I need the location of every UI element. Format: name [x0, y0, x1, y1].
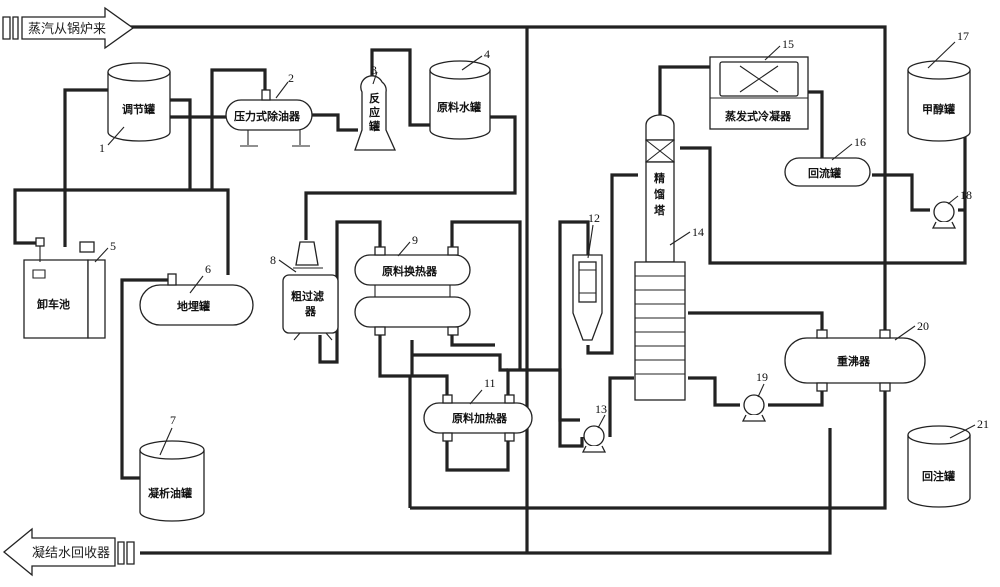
- svg-text:13: 13: [595, 402, 607, 416]
- svg-text:20: 20: [917, 319, 929, 333]
- raw-water-tank: 原料水罐 4: [429, 47, 491, 140]
- pipe-pump13-up: [558, 220, 590, 448]
- svg-text:器: 器: [304, 305, 317, 318]
- svg-text:11: 11: [484, 376, 496, 390]
- svg-text:21: 21: [977, 417, 989, 431]
- unloading-pit: 卸车池 5: [23, 237, 116, 339]
- pipe-unload-left: [13, 188, 230, 275]
- pipe-deoiler-top: [210, 68, 267, 100]
- reflux-tank: 回流罐 16: [784, 135, 871, 187]
- reinjection-tank: 回注罐 21: [907, 417, 989, 508]
- svg-text:5: 5: [110, 239, 116, 253]
- svg-text:12: 12: [588, 211, 600, 225]
- reboiler: 重沸器 20: [784, 319, 929, 392]
- svg-text:罐: 罐: [368, 119, 380, 133]
- pump-19: 19: [741, 370, 768, 422]
- pipe-hx-left-down: [378, 328, 412, 508]
- pipe-pump13-column: [608, 376, 634, 437]
- pump-13: 13: [581, 402, 607, 453]
- svg-text:2: 2: [288, 71, 294, 85]
- coarse-filter: 粗过滤 器 8: [270, 241, 339, 341]
- svg-text:凝析油罐: 凝析油罐: [148, 486, 192, 500]
- pipe-hx-mid: [412, 353, 508, 372]
- raw-material-heat-exchanger: 原料换热器 9: [354, 233, 471, 336]
- svg-text:7: 7: [170, 413, 176, 427]
- pump-18: 18: [931, 188, 972, 229]
- svg-text:9: 9: [412, 233, 418, 247]
- condensate-outlet-label: 凝结水回收器: [32, 545, 110, 561]
- pipe-tank1-out: [170, 98, 192, 190]
- pipe-sep-to-column: [586, 173, 638, 355]
- svg-text:1: 1: [99, 141, 105, 155]
- svg-text:精: 精: [654, 171, 665, 185]
- svg-text:塔: 塔: [654, 203, 666, 217]
- methanol-tank: 甲醇罐 17: [907, 29, 971, 142]
- separator-vessel: 12: [572, 211, 603, 341]
- pipe-steam-header: [130, 25, 887, 330]
- pipe-underground-to-condensate: [120, 278, 170, 480]
- regulating-tank: 调节罐 1: [99, 62, 171, 155]
- svg-text:8: 8: [270, 253, 276, 267]
- pipe-column-side: [680, 90, 967, 265]
- pipe-condenser-to-reflux: [808, 90, 842, 167]
- pipe-column-top: [658, 65, 710, 125]
- svg-text:地埋罐: 地埋罐: [177, 299, 210, 313]
- svg-text:3: 3: [371, 63, 377, 77]
- svg-text:19: 19: [756, 370, 768, 384]
- svg-text:蒸发式冷凝器: 蒸发式冷凝器: [725, 109, 792, 123]
- pipe-hx-to-heater: [410, 340, 449, 395]
- raw-material-heater: 原料加热器 11: [423, 376, 533, 442]
- pipe-unload-to-tank1: [63, 88, 110, 247]
- distillation-column: 精 馏 塔 14: [634, 114, 704, 401]
- pipe-column-to-pump19: [688, 376, 740, 407]
- svg-text:粗过滤: 粗过滤: [291, 289, 324, 303]
- svg-text:反: 反: [369, 91, 380, 105]
- steam-inlet-arrow: 蒸汽从锅炉来: [2, 6, 135, 50]
- svg-text:压力式除油器: 压力式除油器: [234, 109, 301, 123]
- svg-text:14: 14: [692, 225, 704, 239]
- svg-text:调节罐: 调节罐: [122, 102, 155, 116]
- underground-tank: 地埋罐 6: [139, 262, 254, 326]
- svg-text:原料换热器: 原料换热器: [382, 264, 438, 278]
- svg-text:16: 16: [854, 135, 866, 149]
- pipes: [13, 25, 967, 555]
- svg-text:卸车池: 卸车池: [37, 297, 70, 311]
- pipe-hx-top-right: [450, 220, 522, 370]
- pipe-heater-bottom: [445, 440, 510, 472]
- pipe-reflux-to-pump18: [872, 173, 930, 212]
- svg-text:馏: 馏: [654, 187, 665, 201]
- pipe-rawtank-out: [304, 115, 517, 240]
- svg-text:18: 18: [960, 188, 972, 202]
- svg-text:原料水罐: 原料水罐: [437, 100, 481, 114]
- svg-text:回注罐: 回注罐: [922, 469, 955, 483]
- pipe-pump19-to-reboiler: [768, 390, 824, 407]
- pipe-bottom-return: [410, 390, 887, 510]
- svg-text:甲醇罐: 甲醇罐: [922, 102, 955, 116]
- svg-text:重沸器: 重沸器: [837, 354, 871, 368]
- svg-text:原料加热器: 原料加热器: [452, 411, 508, 425]
- condensate-outlet-arrow: 凝结水回收器: [2, 527, 135, 577]
- svg-text:4: 4: [484, 47, 490, 61]
- svg-text:17: 17: [957, 29, 969, 43]
- pipe-deoiler-to-reactor: [312, 113, 358, 132]
- svg-text:回流罐: 回流罐: [808, 166, 841, 180]
- svg-text:15: 15: [782, 37, 794, 51]
- reactor-tank: 反 应 罐 3: [354, 63, 397, 151]
- pipe-column-to-reboiler: [688, 311, 824, 330]
- svg-text:6: 6: [205, 262, 211, 276]
- svg-text:应: 应: [369, 105, 380, 119]
- condensate-oil-tank: 凝析油罐 7: [139, 413, 205, 522]
- pipe-condensate-header: [140, 428, 832, 555]
- evaporative-condenser: 蒸发式冷凝器 15: [709, 37, 809, 130]
- pipe-reactor-to-rawtank: [370, 48, 430, 127]
- pressure-oil-remover: 压力式除油器 2: [225, 71, 313, 147]
- steam-inlet-label: 蒸汽从锅炉来: [28, 21, 106, 37]
